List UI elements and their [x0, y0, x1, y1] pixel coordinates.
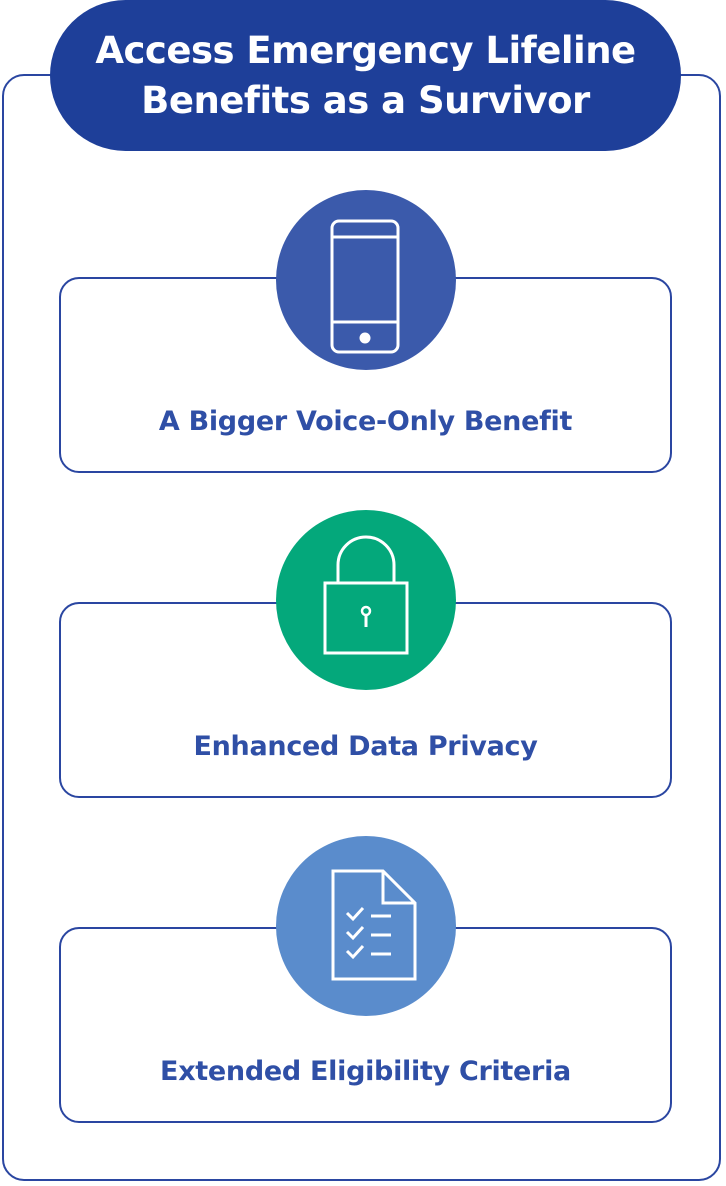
benefit-icon-circle-voice: [276, 190, 456, 370]
benefit-icon-circle-privacy: [276, 510, 456, 690]
title-banner: Access Emergency Lifeline Benefits as a …: [50, 0, 681, 151]
title-line-1: Access Emergency Lifeline: [95, 28, 636, 72]
benefit-label-voice: A Bigger Voice-Only Benefit: [158, 406, 573, 437]
lock-icon: [323, 535, 409, 655]
benefit-icon-circle-eligibility: [276, 836, 456, 1016]
benefit-label-eligibility: Extended Eligibility Criteria: [160, 1056, 571, 1087]
checklist-document-icon: [331, 869, 417, 981]
phone-icon: [330, 219, 400, 354]
page-title: Access Emergency Lifeline Benefits as a …: [95, 26, 636, 126]
title-line-2: Benefits as a Survivor: [141, 78, 590, 122]
benefit-label-privacy: Enhanced Data Privacy: [193, 731, 538, 762]
